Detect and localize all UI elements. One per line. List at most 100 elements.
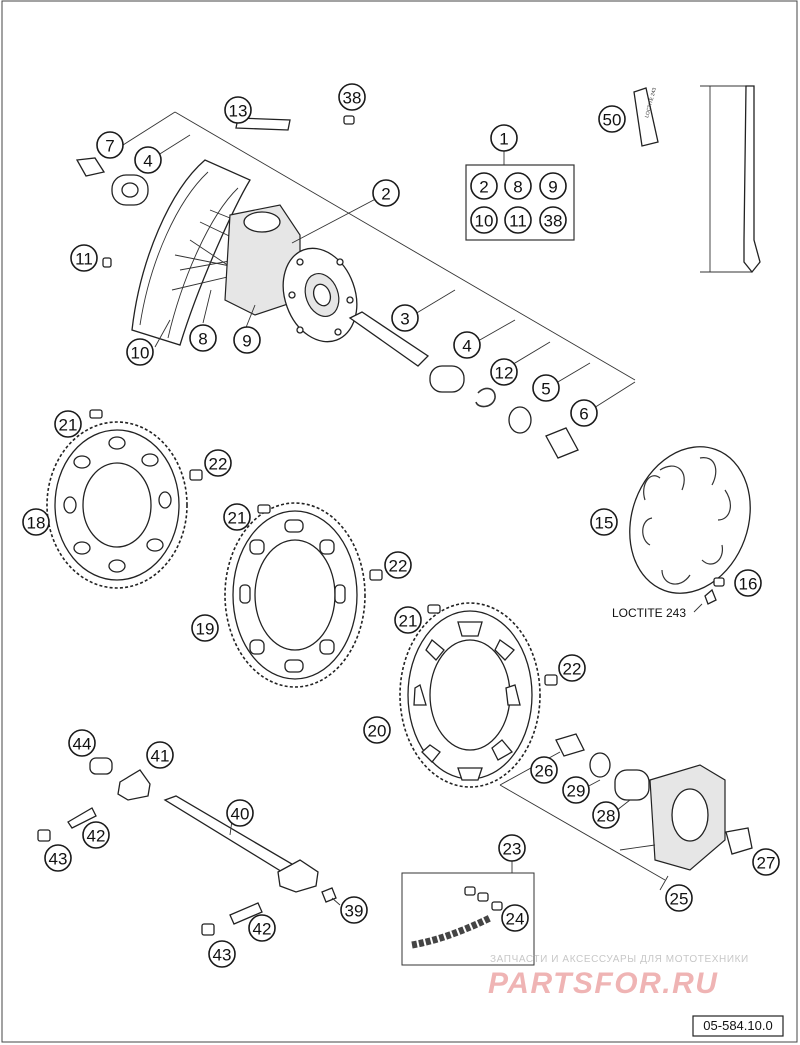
callout-number: 22 [563,660,582,679]
callout-circle [226,799,254,827]
callout-circle [498,834,526,862]
callout-circle [248,914,276,942]
loctite-tube: LOCTITE 243 [633,87,659,147]
callout-39: 39 [340,896,368,924]
spacer-3 [348,311,430,367]
nipple-38 [343,115,355,125]
callout-3: 3 [391,304,419,332]
callout-25: 25 [665,884,693,912]
kit-item-2: 2 [470,172,498,200]
callout-42: 42 [248,914,276,942]
callout-circle [734,569,762,597]
sprocket-20 [399,602,558,788]
callout-number: 41 [151,747,170,766]
callout-21: 21 [54,410,82,438]
loctite-label: LOCTITE 243 [612,606,686,620]
hub-flange [282,247,358,343]
kit-item-circle [504,206,532,234]
callout-21: 21 [394,606,422,634]
callout-circle [363,716,391,744]
callout-circle [558,654,586,682]
callout-4: 4 [453,331,481,359]
kit-item-10: 10 [470,206,498,234]
kit-item-circle [470,206,498,234]
drawing-number-box: 05-584.10.0 [692,1015,784,1037]
callout-number: 38 [343,89,362,108]
callout-circle [126,338,154,366]
callout-1: 1 [490,124,518,152]
callout-circle [453,331,481,359]
callout-38: 38 [338,83,366,111]
callout-number: 9 [242,332,251,351]
callout-circle [384,551,412,579]
circlip-12 [475,387,496,408]
callout-16: 16 [734,569,762,597]
nut-22a [189,469,203,481]
callout-number: 8 [198,330,207,349]
callout-circle [22,508,50,536]
callout-circle [70,244,98,272]
callout-28: 28 [592,801,620,829]
callout-10: 10 [126,338,154,366]
callout-circle [752,848,780,876]
callout-number: 15 [595,514,614,533]
spacer-26 [555,733,585,757]
callout-circle [146,741,174,769]
callout-number: 40 [231,805,250,824]
watermark-tagline: ЗАПЧАСТИ И АКСЕССУАРЫ ДЛЯ МОТОТЕХНИКИ [490,954,749,965]
callout-circle [394,606,422,634]
callout-circle [562,776,590,804]
callout-18: 18 [22,508,50,536]
rim-tape-13 [235,117,291,131]
kit-item-11: 11 [504,206,532,234]
nipple-11 [102,257,112,268]
kit-item-9: 9 [539,172,567,200]
bolt-21c [427,604,441,614]
sprocket-18 [46,409,203,589]
callout-7: 7 [96,131,124,159]
brake-disc [629,446,751,613]
callout-circle [590,508,618,536]
callout-2: 2 [372,179,400,207]
callout-11: 11 [70,244,98,272]
callout-42: 42 [82,821,110,849]
sprocket-19 [224,502,383,688]
callout-circle [570,399,598,427]
callout-number: 22 [389,557,408,576]
callout-circle [372,179,400,207]
callout-43: 43 [208,940,236,968]
callout-number: 42 [87,827,106,846]
callout-circle [191,614,219,642]
callout-12: 12 [490,358,518,386]
kit-item-number: 38 [544,212,563,231]
callout-circle [501,904,529,932]
callout-number: 12 [495,364,514,383]
callout-number: 4 [143,152,152,171]
callout-29: 29 [562,776,590,804]
chain-adjuster-41 [117,769,151,801]
callout-number: 16 [739,575,758,594]
callout-20: 20 [363,716,391,744]
callout-number: 21 [399,612,418,631]
callout-number: 2 [381,185,390,204]
callout-circle [96,131,124,159]
callout-circle [68,729,96,757]
callout-number: 39 [345,902,364,921]
callout-circle [224,96,252,124]
callout-number: 24 [506,910,525,929]
callout-5: 5 [532,374,560,402]
callout-circle [391,304,419,332]
callout-23: 23 [498,834,526,862]
callout-circle [82,821,110,849]
callout-26: 26 [530,756,558,784]
callout-circle [490,358,518,386]
rim [131,159,251,346]
callout-22: 22 [558,654,586,682]
callout-number: 20 [368,722,387,741]
bolt-21b [257,504,271,514]
callout-number: 42 [253,920,272,939]
kit-item-number: 2 [479,178,488,197]
spring-42a [67,807,97,829]
